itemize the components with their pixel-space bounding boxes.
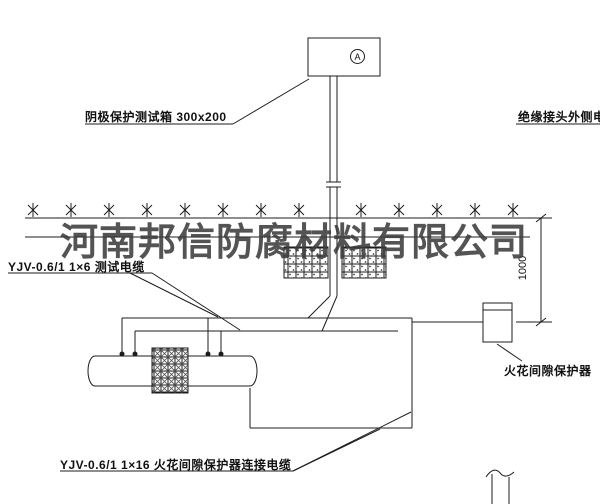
cable-connection-dots xyxy=(119,351,224,357)
ammeter-symbol: A xyxy=(350,49,365,64)
test-box-callout: 阴极保护测试箱 300x200 xyxy=(85,110,227,124)
cables xyxy=(121,295,483,429)
callout-leaders xyxy=(8,78,600,472)
test-box xyxy=(307,37,381,77)
concrete-block xyxy=(283,246,329,279)
riser-conduit xyxy=(326,76,341,296)
watermark-text: 河南邦信防腐材料有限公司 xyxy=(60,219,529,264)
pipe-stub-symbol xyxy=(485,469,515,504)
concrete-block xyxy=(341,246,387,279)
insulated-joint-cable-callout: 绝缘接头外侧电缆 xyxy=(518,110,600,124)
concrete-blocks xyxy=(283,246,387,279)
test-cable-callout: YJV-0.6/1 1×6 测试电缆 xyxy=(8,260,145,274)
spark-gap-protector-box xyxy=(482,302,513,343)
ground-line xyxy=(25,217,530,238)
protector-cable-callout: YJV-0.6/1 1×16 火花间隙保护器连接电缆 xyxy=(60,458,292,472)
spark-gap-protector-callout: 火花间隙保护器 xyxy=(504,364,592,378)
dimension-1000 xyxy=(516,213,552,327)
insulating-joint xyxy=(151,347,189,394)
